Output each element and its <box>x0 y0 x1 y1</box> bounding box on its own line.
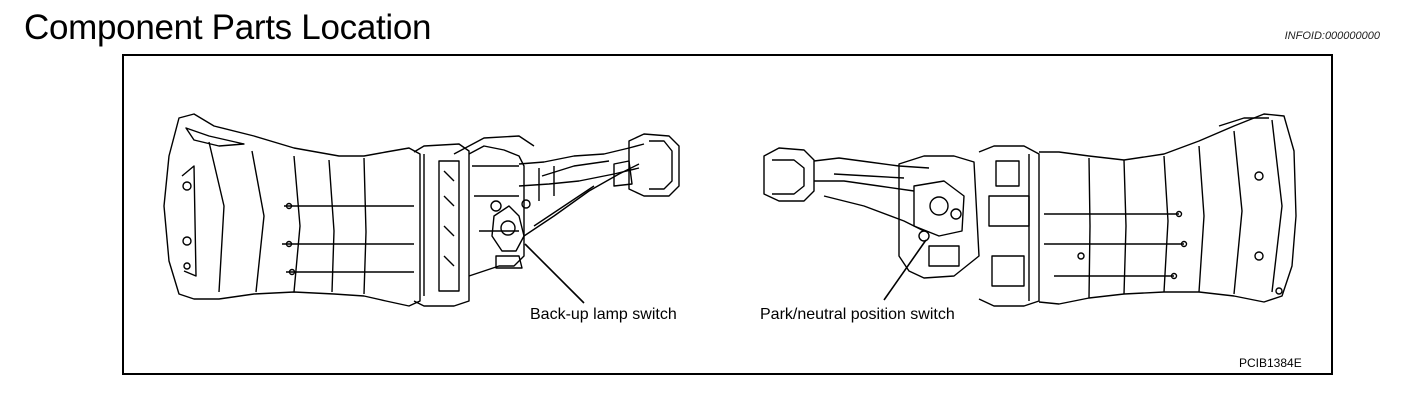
backup-lamp-switch-label: Back-up lamp switch <box>530 306 677 323</box>
transmission-illustration <box>163 113 1297 307</box>
info-id: INFOID:000000000 <box>1284 30 1380 42</box>
page-title: Component Parts Location <box>24 8 432 47</box>
left-transmission-drawing <box>163 113 680 307</box>
backup-switch-leader <box>524 243 585 304</box>
right-transmission-drawing <box>763 113 1297 307</box>
park-neutral-switch-leader <box>883 239 927 301</box>
figure-code: PCIB1384E <box>1239 356 1302 370</box>
figure-frame: Back-up lamp switch Park/neutral positio… <box>122 54 1333 375</box>
park-neutral-switch-label: Park/neutral position switch <box>760 306 955 323</box>
